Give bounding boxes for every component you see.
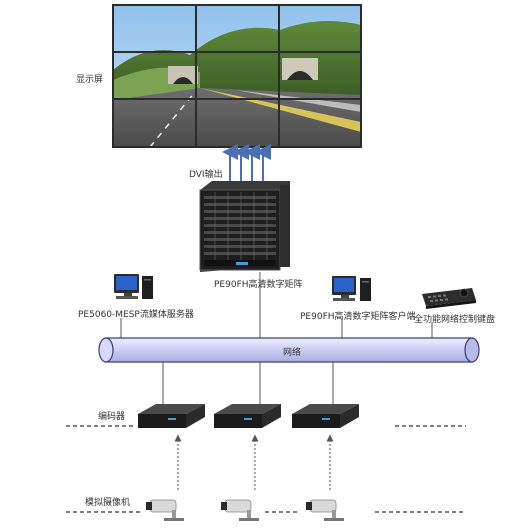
display-wall-label: 显示屏 [76,75,104,85]
matrix-client-computer [332,276,371,301]
camera-links [174,434,334,490]
dashed-lines [66,425,466,513]
network-bus [98,337,480,363]
connector-lines [120,272,433,404]
encoder-3 [292,404,359,428]
matrix-client-label: PE90FH高清数字矩阵客户端 [300,312,416,322]
matrix-chassis [199,181,290,272]
keyboard-label: 全功能网络控制键盘 [414,315,496,325]
camera-2 [221,499,259,521]
control-keyboard [422,288,476,309]
media-server-label: PE5060-MESP流媒体服务器 [78,310,194,320]
camera-3 [306,499,344,521]
camera-1 [146,499,184,521]
encoder-label: 编码器 [98,412,126,422]
media-server-computer [114,274,153,299]
network-label: 网络 [283,348,302,358]
camera-label: 模拟摄像机 [85,498,131,508]
dvi-arrows [222,144,271,182]
dvi-output-label: DVI输出 [189,170,223,180]
video-wall [112,4,362,148]
matrix-label: PE90FH高清数字矩阵 [214,280,303,290]
encoder-1 [138,404,205,428]
encoder-2 [214,404,281,428]
